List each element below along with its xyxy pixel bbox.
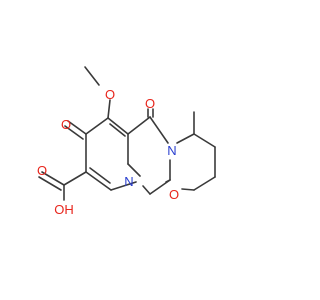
atom-o-ketone-top: O [145,96,155,111]
bond-c7-c6-outer [107,117,129,135]
bond-ch2-n-bottom [142,185,151,195]
bond-c5a-n [127,163,141,177]
bond-c-ketone-top-n-right [149,116,169,144]
bond-methyl-to-methoxy-o [84,66,100,86]
atom-o-methoxy: O [105,87,115,102]
atom-n-ring-right: N [167,143,176,158]
bond-methoxy-o-to-ring [107,99,111,119]
atom-o-ring: O [169,187,179,202]
bond-acid-c-o-double-a [41,171,65,186]
bond-n-right-c-methyl [176,133,195,144]
atom-n-ring-bottom: N [124,174,133,189]
atom-o-acid: O [37,163,47,178]
bond-c8-o-ketone-a [67,120,87,135]
bond-c8-o-ketone-b [64,125,84,140]
bond-c10-c9-outer [85,171,112,191]
bond-c10-c9-inner [89,167,111,184]
bond-o-ring-c-junction [165,179,171,183]
bond-c7-c6-inner [109,123,126,137]
bond-c6-c-ketone-top [127,116,151,135]
bond-acid-c-o-double-b [38,176,62,191]
atom-o-ketone-left: O [61,117,71,132]
bond-c7-c8 [85,117,109,135]
bond-ch2-b-ch2-c [193,176,216,191]
bond-c-methyl-ch2-a [193,133,216,148]
bond-c9-c-acid [63,171,87,186]
bond-ch2-c-o-ring [181,188,195,191]
bond-n-c10 [110,181,137,191]
structure-canvas: O O O N N O O OH [37,66,216,217]
chemical-structure-diagram: O O O N N O O OH [37,66,216,217]
atom-oh-acid: OH [54,202,74,217]
